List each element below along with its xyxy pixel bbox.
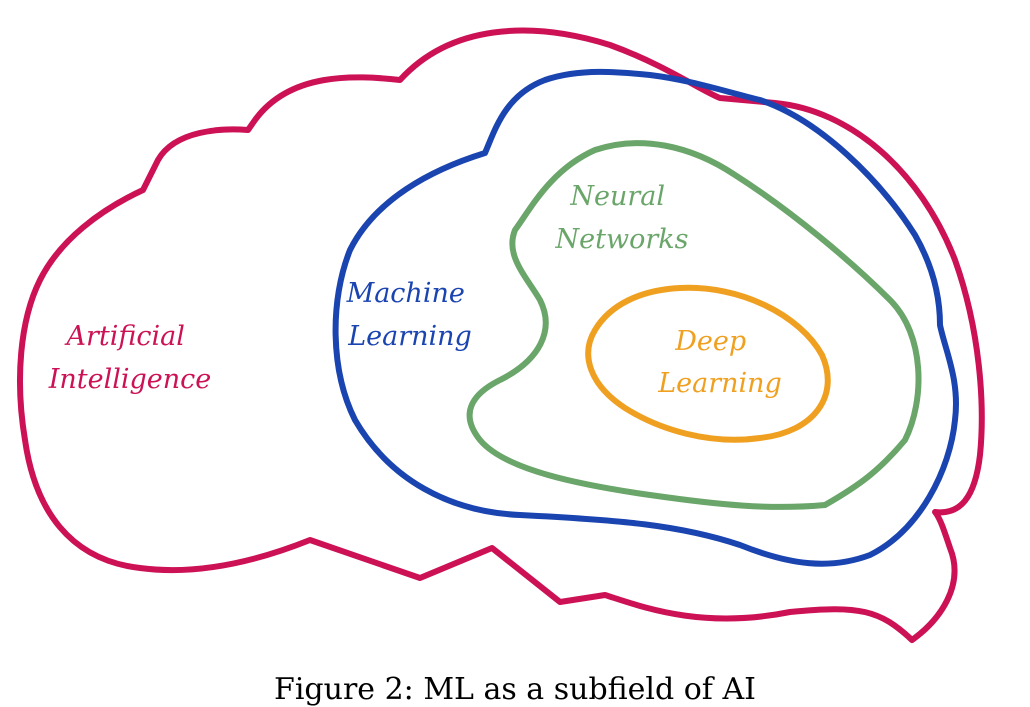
ai-label: Artificial Intelligence	[48, 321, 212, 395]
nn-label-line-1: Neural	[569, 181, 665, 212]
ml-region-outline	[332, 68, 959, 567]
ml-label-line-1: Machine	[346, 278, 465, 309]
ai-label-line-1: Artificial	[64, 321, 185, 352]
ml-label-line-2: Learning	[347, 321, 472, 352]
dl-region-outline	[585, 284, 831, 443]
ai-label-line-2: Intelligence	[48, 364, 212, 395]
dl-label-line-1: Deep	[674, 326, 746, 357]
ml-label: Machine Learning	[346, 278, 474, 352]
dl-label: Deep Learning	[657, 326, 782, 399]
nn-label-line-2: Networks	[555, 224, 689, 255]
dl-label-line-2: Learning	[657, 368, 782, 399]
nn-label: Neural Networks	[555, 181, 689, 255]
nn-region-outline	[466, 140, 922, 510]
figure-caption: Figure 2: ML as a subfield of AI	[274, 672, 756, 707]
ai-region-outline	[17, 27, 985, 643]
